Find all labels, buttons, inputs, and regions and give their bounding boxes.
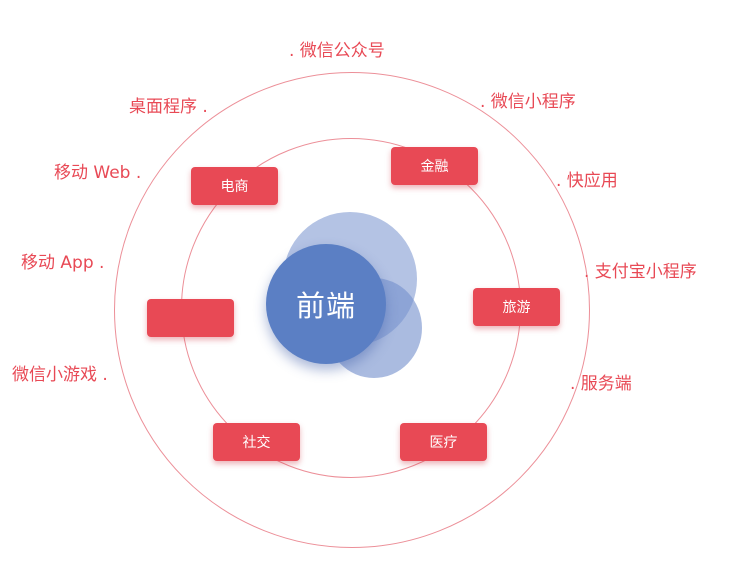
tag-blank xyxy=(147,299,234,337)
label-quick-app: . 快应用 xyxy=(556,171,618,191)
label-wechat-official-account: . 微信公众号 xyxy=(289,41,385,61)
tag-dianshang: 电商 xyxy=(191,167,278,205)
center-bubble: 前端 xyxy=(266,244,386,364)
label-desktop-app: 桌面程序 . xyxy=(129,97,208,117)
label-mobile-web: 移动 Web . xyxy=(54,163,142,183)
center-label: 前端 xyxy=(295,289,356,323)
tag-jinrong: 金融 xyxy=(391,147,478,185)
label-alipay-mini-program: . 支付宝小程序 xyxy=(584,262,697,282)
label-server-side: . 服务端 xyxy=(570,374,632,394)
tag-shejiao: 社交 xyxy=(213,423,300,461)
tag-yiliao: 医疗 xyxy=(400,423,487,461)
tag-lvyou: 旅游 xyxy=(473,288,560,326)
label-mobile-app: 移动 App . xyxy=(21,253,105,273)
label-wechat-mini-game: 微信小游戏 . xyxy=(12,365,108,385)
outer-ring xyxy=(114,72,590,548)
label-wechat-mini-program: . 微信小程序 xyxy=(480,92,576,112)
